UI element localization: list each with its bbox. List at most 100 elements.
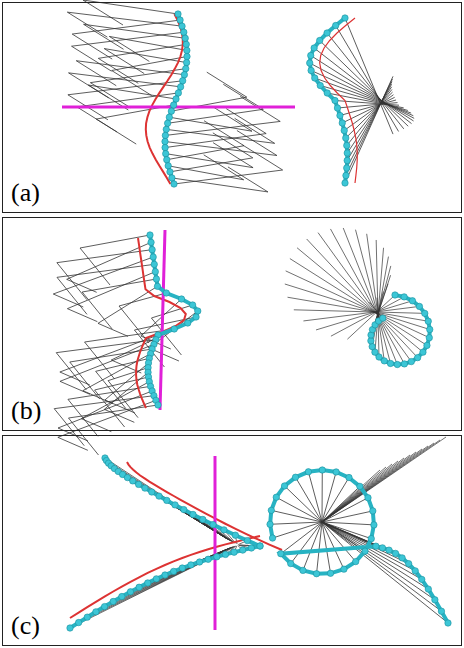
rod-bead <box>425 318 431 324</box>
rod-bead <box>319 467 325 473</box>
frame-line <box>111 323 187 360</box>
rod-bead <box>163 290 169 296</box>
frame-line <box>226 109 266 134</box>
rod-centerline <box>148 235 198 405</box>
rotation-axis <box>160 230 165 410</box>
frame-line <box>113 551 225 602</box>
director-curve <box>320 18 358 183</box>
rod-bead <box>308 67 314 73</box>
rod-bead <box>181 29 187 35</box>
frame-line <box>322 522 435 600</box>
rod-bead <box>426 334 432 340</box>
frame-line <box>167 146 244 160</box>
rod-bead <box>232 532 238 538</box>
rod-bead <box>346 474 352 480</box>
figure-panel: (a) <box>2 2 462 213</box>
rod-bead <box>135 481 141 487</box>
frame-line <box>76 61 116 86</box>
frame-line <box>316 301 412 330</box>
frame-line <box>58 437 88 450</box>
rod-bead <box>401 361 407 367</box>
frame-line <box>310 63 414 118</box>
rod-bead <box>177 17 183 23</box>
rod-bead <box>150 254 156 260</box>
rod-bead <box>195 308 201 314</box>
frame-line <box>174 170 283 184</box>
rod-bead <box>168 108 174 114</box>
rod-bead <box>344 165 350 171</box>
frame-line <box>72 46 112 71</box>
frame-line <box>228 167 268 192</box>
rod-bead <box>162 132 168 138</box>
frame-line <box>290 259 427 346</box>
frame-line <box>285 486 322 522</box>
frame-line <box>104 49 144 74</box>
rod-bead <box>164 120 170 126</box>
frame-line <box>57 264 154 277</box>
frame-line <box>60 335 158 372</box>
rod-bead <box>273 494 279 500</box>
frame-line <box>311 56 414 121</box>
rod-bead <box>75 619 81 625</box>
frame-line <box>372 257 388 347</box>
rod-bead <box>127 589 133 595</box>
rod-bead <box>307 60 313 66</box>
frame-line <box>104 372 148 409</box>
frame-line <box>85 342 115 379</box>
rod-bead <box>179 78 185 84</box>
frame-line <box>356 230 391 364</box>
frame-line <box>318 233 411 362</box>
rod-bead <box>231 549 237 555</box>
frame-line <box>122 550 226 596</box>
rod-bead <box>248 545 254 551</box>
frame-line <box>83 0 123 25</box>
rod-bead <box>170 568 176 574</box>
rod-bead <box>332 22 338 28</box>
rod-bead <box>153 576 159 582</box>
rod-bead <box>316 37 322 43</box>
rod-bead <box>244 537 250 543</box>
rod-bead <box>344 150 350 156</box>
rod-bead <box>380 315 386 321</box>
rod-bead <box>165 163 171 169</box>
frame-line <box>322 522 441 611</box>
rod-bead <box>181 506 187 512</box>
frame-line <box>84 24 124 49</box>
rod-bead <box>151 261 157 267</box>
rod-bead <box>341 566 347 572</box>
frame-line <box>276 497 322 522</box>
figure-panel: (c) <box>2 435 462 646</box>
frame-line <box>308 472 322 522</box>
frame-line <box>322 470 323 522</box>
frame-line <box>165 142 277 156</box>
frame-line <box>82 292 112 329</box>
frame-line <box>151 305 192 318</box>
rod-bead <box>257 543 263 549</box>
rod-bead <box>324 90 330 96</box>
rod-bead <box>179 23 185 29</box>
frame-line <box>330 229 404 364</box>
frame-line <box>345 76 393 183</box>
rod-bead <box>317 82 323 88</box>
frame-line <box>207 72 247 97</box>
rod-bead <box>344 157 350 163</box>
rod-bead <box>184 47 190 53</box>
rod-bead <box>416 303 422 309</box>
rod-bead <box>414 354 420 360</box>
rod-bead <box>148 239 154 245</box>
rod-bead <box>189 302 195 308</box>
rod-bead <box>172 502 178 508</box>
frame-line <box>204 121 244 146</box>
frame-line <box>307 239 418 358</box>
rod-bead <box>175 11 181 17</box>
panel-label: (c) <box>9 611 42 641</box>
frame-line <box>273 522 322 538</box>
frame-line <box>67 272 155 309</box>
frame-line <box>105 551 224 606</box>
rod-bead <box>147 232 153 238</box>
frame-line <box>335 101 399 106</box>
frame-line <box>72 34 112 59</box>
frame-line <box>134 317 196 330</box>
rod-centerline <box>310 18 348 183</box>
